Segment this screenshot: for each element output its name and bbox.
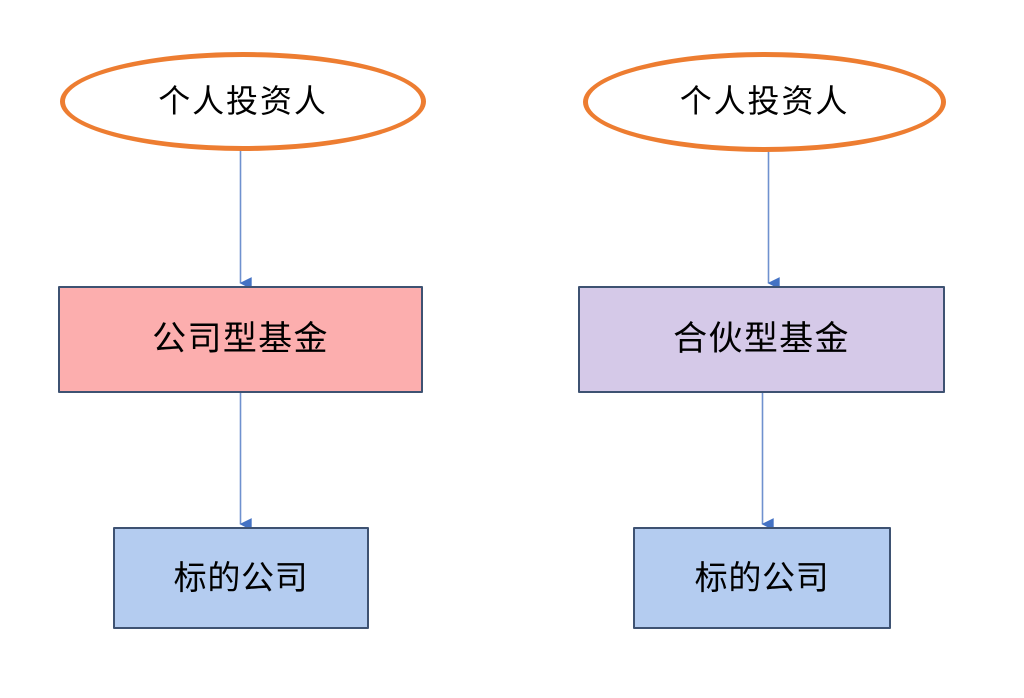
node-corporate-fund-label: 公司型基金 <box>152 320 329 358</box>
node-investor-left[interactable]: 个人投资人 <box>60 52 426 151</box>
node-investor-right[interactable]: 个人投资人 <box>583 52 946 152</box>
node-target-company-right-label: 标的公司 <box>694 558 830 596</box>
node-target-company-left[interactable]: 标的公司 <box>113 527 369 629</box>
node-target-company-left-label: 标的公司 <box>173 558 309 596</box>
node-partnership-fund[interactable]: 合伙型基金 <box>578 286 945 393</box>
node-target-company-right[interactable]: 标的公司 <box>633 527 891 629</box>
node-investor-left-label: 个人投资人 <box>158 82 328 119</box>
node-partnership-fund-label: 合伙型基金 <box>673 320 850 358</box>
node-investor-right-label: 个人投资人 <box>679 83 850 120</box>
node-corporate-fund[interactable]: 公司型基金 <box>58 286 423 393</box>
